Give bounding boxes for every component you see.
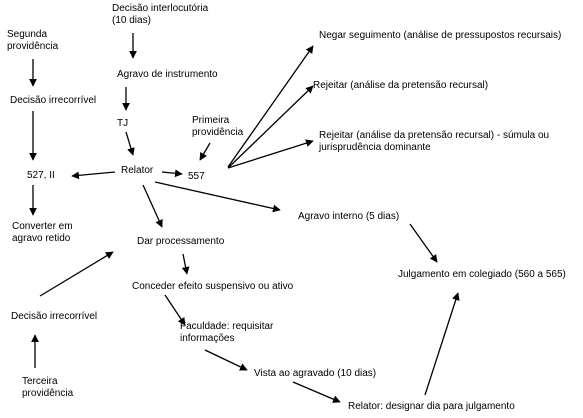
arrow-relator-designar-to-julgamento: [424, 292, 460, 396]
node-primeira-providencia: Primeira providência: [192, 115, 244, 138]
arrow-decisao-irrecorrivel-bottom-to-dar-processamento: [39, 251, 114, 297]
node-rejeitar-2: Rejeitar (análise da pretensão recursal)…: [319, 130, 550, 153]
arrow-faculdade-to-vista: [204, 349, 248, 371]
arrow-agravo-interno-to-julgamento: [409, 223, 438, 263]
node-tj: TJ: [117, 118, 129, 129]
arrow-557-to-negar-seguimento: [227, 45, 314, 168]
node-rejeitar-1: Rejeitar (análise da pretensão recursal): [313, 80, 489, 91]
node-557: 557: [188, 171, 205, 182]
arrow-557-to-rejeitar-2: [227, 139, 314, 169]
node-terceira-providencia: Terceira providência: [22, 376, 74, 399]
node-vista-agravado: Vista ao agravado (10 dias): [254, 368, 377, 379]
arrow-relator-to-dar-processamento: [142, 184, 163, 228]
node-527-ii: 527, II: [27, 170, 55, 181]
node-agravo-interno: Agravo interno (5 dias): [298, 211, 400, 222]
arrow-dar-processamento-to-conceder: [181, 253, 190, 275]
node-relator: Relator: [121, 165, 154, 176]
node-agravo-instrumento: Agravo de instrumento: [117, 69, 218, 80]
node-segunda-providencia: Segunda providência: [7, 29, 59, 52]
node-converter-agravo-retido: Converter em agravo retido: [12, 221, 73, 244]
arrow-557-to-rejeitar-1: [227, 85, 314, 169]
arrow-relator-to-557: [161, 169, 183, 178]
arrow-primeira-to-557: [199, 142, 211, 161]
node-relator-designar: Relator: designar dia para julgamento: [348, 401, 515, 412]
arrow-relator-to-527: [71, 171, 116, 180]
node-decisao-irrecorrivel-bottom: Decisão irrecorrível: [11, 311, 98, 322]
arrow-tj-to-relator: [125, 131, 135, 156]
node-faculdade-requisitar: Faculdade: requisitar informações: [180, 321, 274, 344]
node-decisao-irrecorrivel-top: Decisão irrecorrível: [10, 95, 97, 106]
node-decisao-interlocutoria: Decisão interlocutória (10 dias): [112, 3, 209, 26]
node-negar-seguimento: Negar seguimento (análise de pressuposto…: [319, 30, 562, 41]
arrow-relator-to-agravo-interno: [154, 181, 281, 213]
arrow-vista-to-relator-designar: [292, 381, 341, 403]
arrow-conceder-to-faculdade: [164, 294, 186, 326]
node-julgamento-colegiado: Julgamento em colegiado (560 a 565): [398, 269, 566, 280]
node-dar-processamento: Dar processamento: [137, 236, 225, 247]
node-conceder-efeito: Conceder efeito suspensivo ou ativo: [132, 281, 294, 292]
